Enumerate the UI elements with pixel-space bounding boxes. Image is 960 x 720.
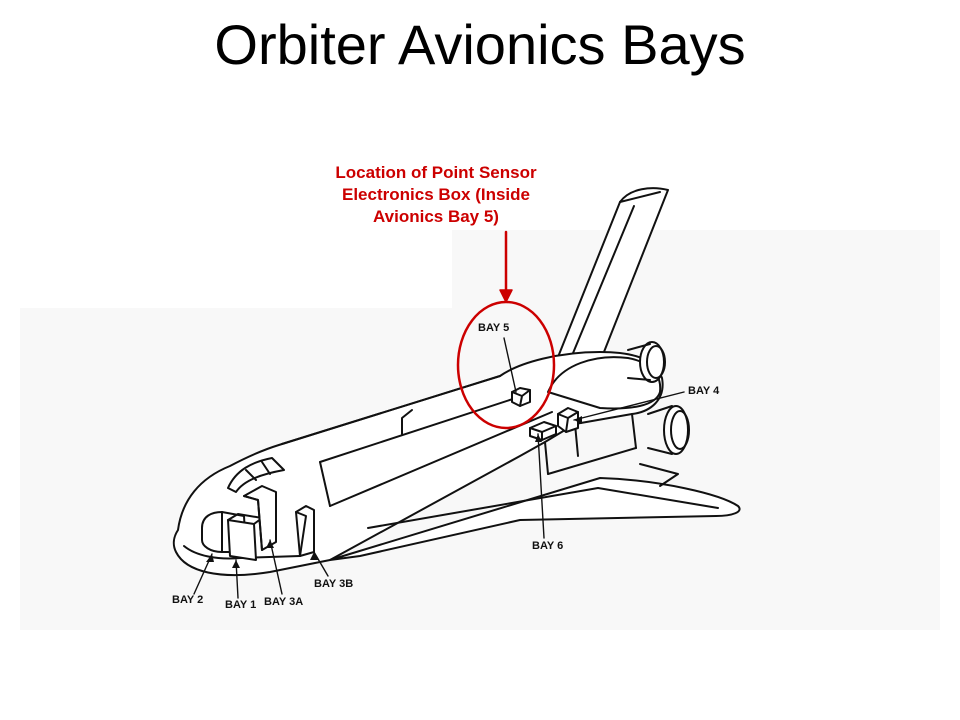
callout-line-1: Location of Point Sensor bbox=[335, 163, 537, 182]
wing-flap bbox=[639, 463, 679, 487]
cockpit-window-line bbox=[245, 469, 257, 481]
bay-5-label: BAY 5 bbox=[478, 322, 510, 334]
bay-2-label: BAY 2 bbox=[172, 594, 204, 606]
callout-line-3: Avionics Bay 5) bbox=[373, 207, 499, 226]
bay-5-box bbox=[511, 387, 531, 407]
bay-3b-label: BAY 3B bbox=[314, 578, 354, 590]
point-sensor-callout: Location of Point Sensor Electronics Box… bbox=[300, 162, 572, 228]
bay-1-label: BAY 1 bbox=[225, 599, 257, 611]
figure-background-top bbox=[452, 230, 940, 310]
aft-hatch-line-1 bbox=[544, 441, 549, 475]
bay-6-label: BAY 6 bbox=[532, 540, 564, 552]
upper-engine-nozzle bbox=[627, 341, 666, 383]
bay-6-box bbox=[529, 421, 557, 441]
bay-door-mark bbox=[401, 409, 413, 435]
bay-3b-box bbox=[295, 505, 315, 557]
payload-bay-line-top bbox=[281, 375, 501, 445]
aft-lower-line bbox=[547, 447, 637, 475]
wing bbox=[329, 477, 741, 561]
bay-4-box bbox=[557, 407, 579, 433]
tail-fin-leading-edge bbox=[619, 191, 661, 203]
callout-line-2: Electronics Box (Inside bbox=[342, 185, 530, 204]
bay-4-label: BAY 4 bbox=[688, 385, 720, 397]
leader-arrow-tips bbox=[206, 416, 582, 568]
payload-bay-line-lower bbox=[319, 395, 523, 463]
aft-hatch-line-3 bbox=[631, 413, 637, 449]
bay-3a-box bbox=[243, 485, 277, 551]
payload-bay-hinge bbox=[319, 461, 331, 507]
bay-3a-label: BAY 3A bbox=[264, 596, 304, 608]
lower-engine-nozzle bbox=[647, 405, 690, 455]
tail-fin-inner-line bbox=[565, 205, 635, 371]
bay-1-box bbox=[227, 513, 263, 561]
slide-title: Orbiter Avionics Bays bbox=[214, 13, 746, 76]
cockpit-window bbox=[227, 457, 285, 493]
wing-line bbox=[367, 487, 719, 529]
cockpit-window-line-2 bbox=[261, 461, 271, 475]
callout-arrow-head bbox=[499, 289, 513, 303]
